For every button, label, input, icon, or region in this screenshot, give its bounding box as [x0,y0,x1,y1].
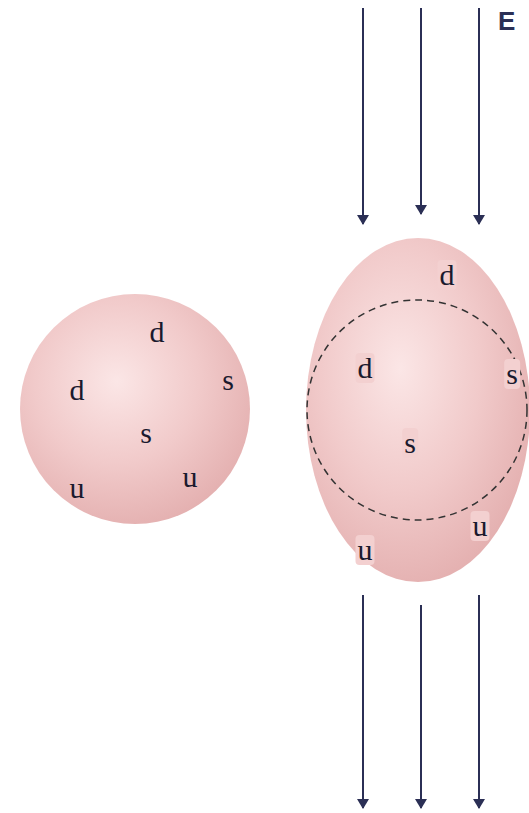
polarized-baryon: d d s s u u [306,238,529,582]
quark-label: u [68,473,87,503]
quark-label: u [181,462,200,492]
sphere-fill [306,238,529,582]
quark-label: s [504,359,520,389]
field-line [478,8,480,224]
sphere-fill [20,294,250,524]
baryon-sphere [20,294,250,524]
quark-label: d [356,353,375,383]
original-outline [307,300,527,520]
quark-label: u [471,511,490,541]
field-line [420,8,422,214]
quark-label: s [402,428,418,458]
field-line [362,595,364,808]
polarized-baryon [306,238,529,582]
quark-label: s [220,365,236,395]
field-line [362,8,364,224]
field-line [478,595,480,808]
field-label: E [498,8,515,34]
quark-label: d [438,260,457,290]
baryon: ddssuu [20,294,250,524]
quark-label: s [138,418,154,448]
quark-label: d [148,317,167,347]
quark-label: u [356,535,375,565]
quark-label: d [68,375,87,405]
field-line [420,605,422,808]
